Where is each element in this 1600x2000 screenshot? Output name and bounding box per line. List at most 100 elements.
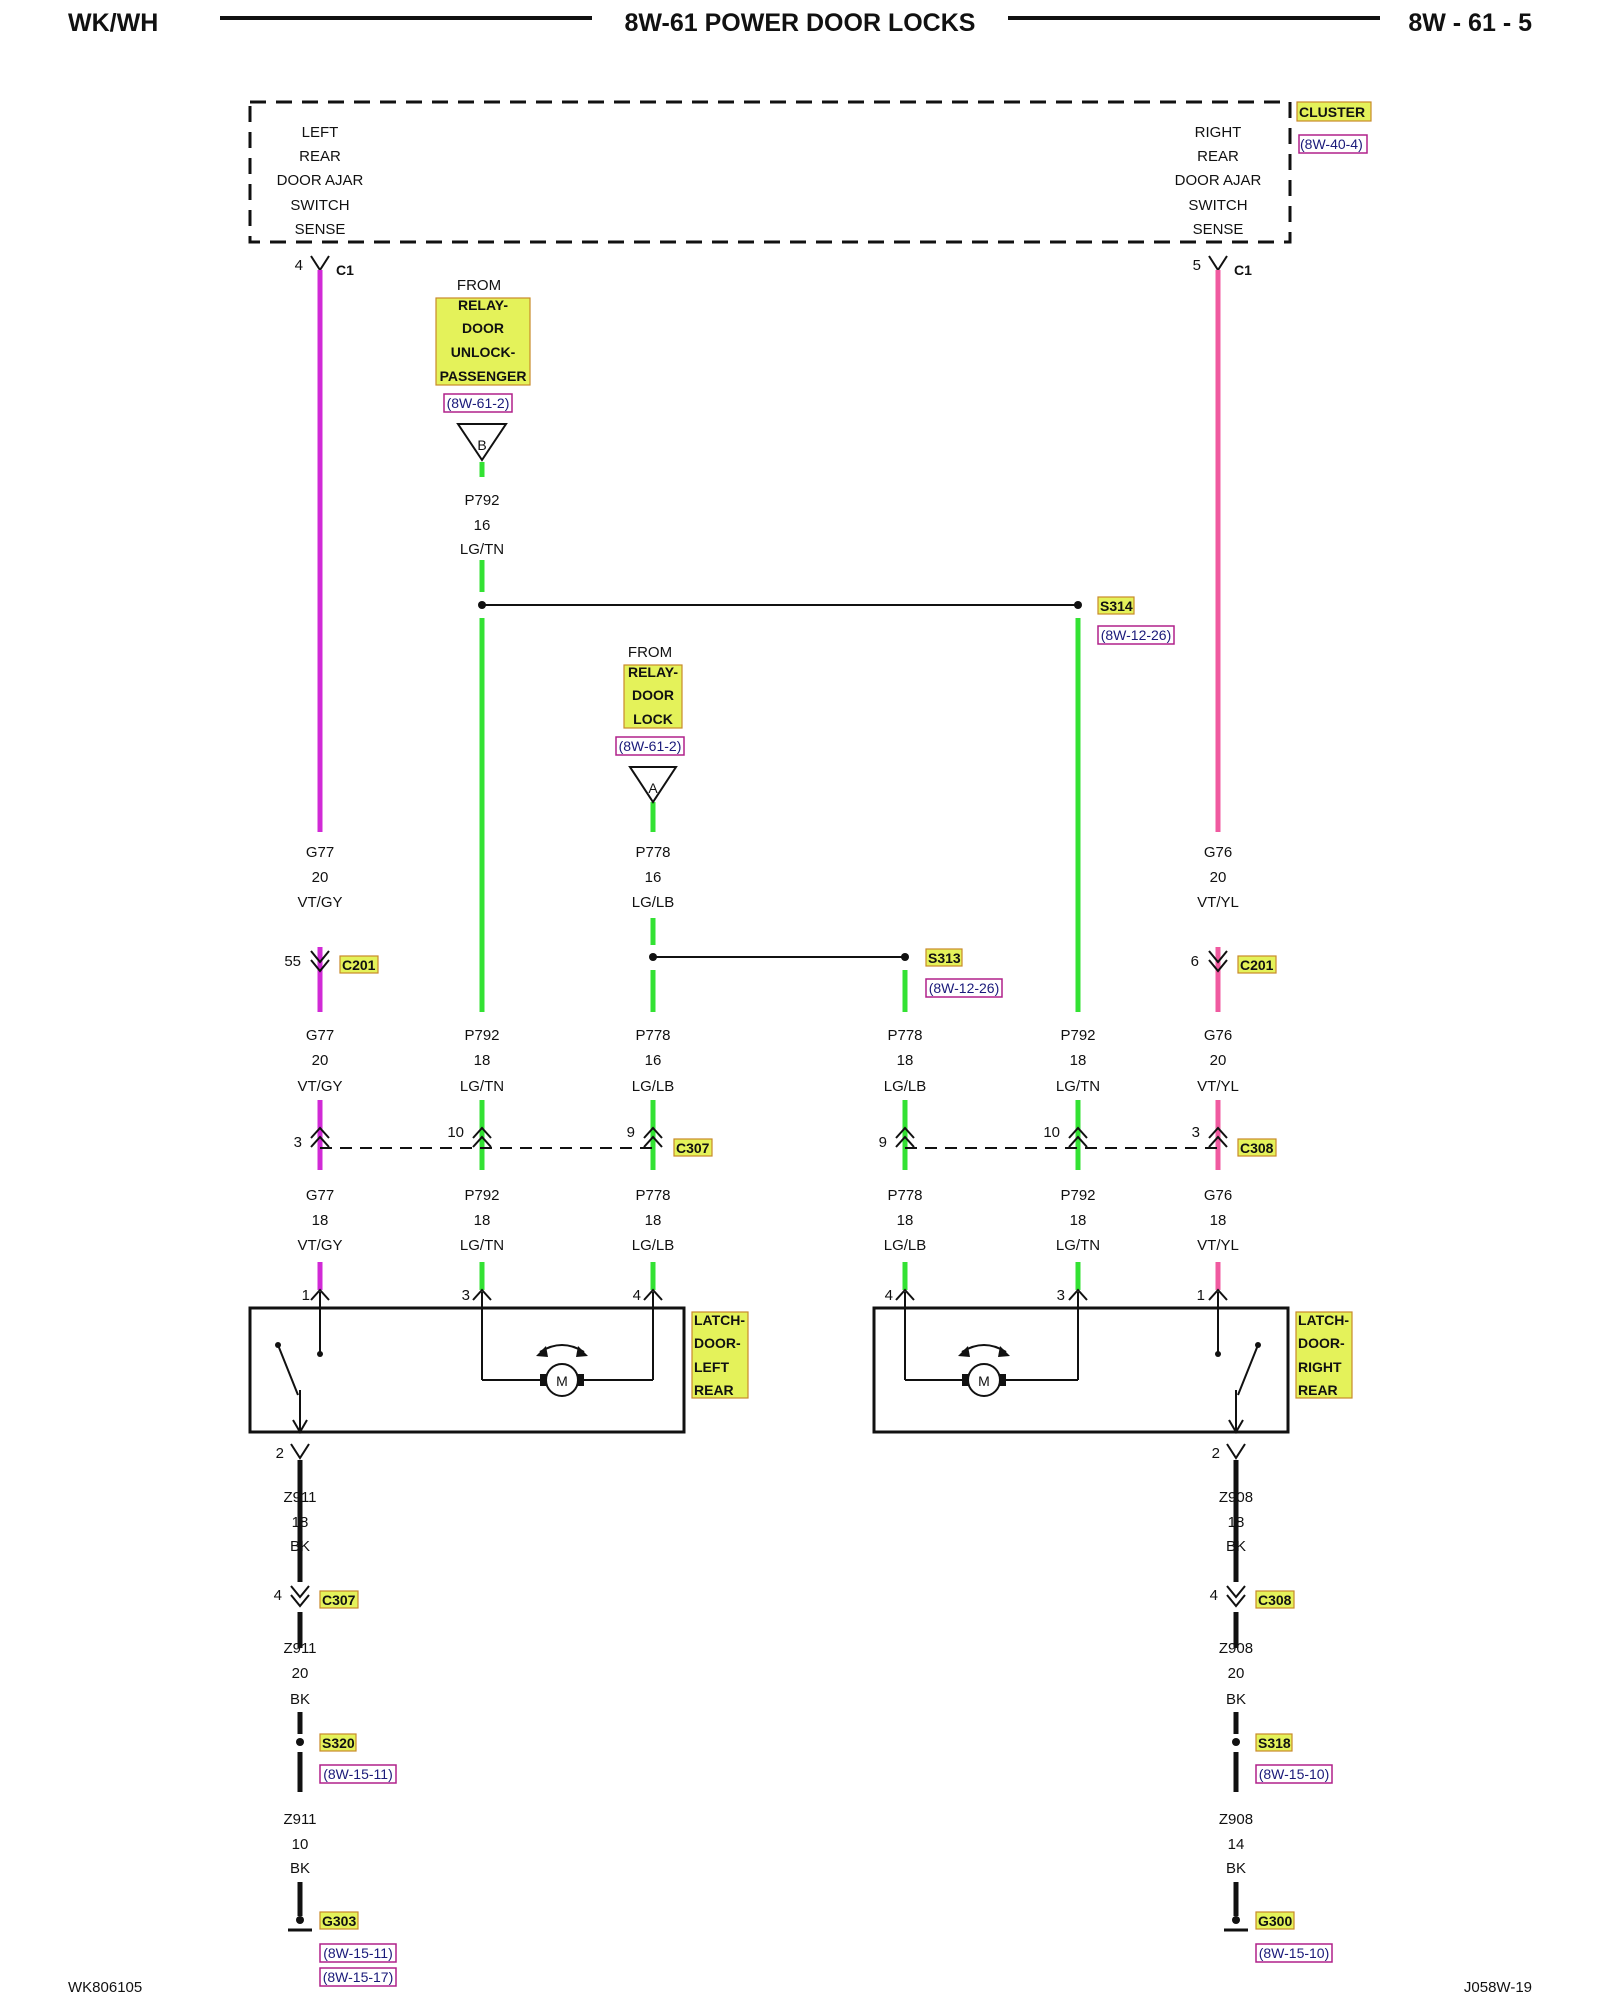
c201-right-pin: 6 <box>1191 953 1199 970</box>
wire-labels-low: G77 18 VT/GY P792 18 LG/TN P778 18 LG/LB… <box>297 1187 1238 1254</box>
latch-left-pin: 1 <box>302 1287 310 1304</box>
wire-label: Z911 <box>283 1811 316 1828</box>
relay-lock-line: LOCK <box>633 711 673 727</box>
wire-label: VT/GY <box>297 1237 342 1254</box>
relay-unlock-pin: B <box>477 437 486 453</box>
latch-left-gnd-pin: 2 <box>276 1445 284 1462</box>
wire-label: VT/GY <box>297 894 342 911</box>
splice-s320-ref: (8W-15-11) <box>323 1766 393 1782</box>
ground-g303-name: G303 <box>322 1913 356 1929</box>
wire-label: VT/GY <box>297 1078 342 1095</box>
ground-g300-name: G300 <box>1258 1913 1292 1929</box>
c307-pin: 3 <box>294 1134 302 1151</box>
connector-a-icon <box>628 766 678 804</box>
wire-label: 18 <box>645 1212 662 1229</box>
wire-label: G76 <box>1204 1027 1232 1044</box>
wire-label: 18 <box>1070 1212 1087 1229</box>
wire-label: P792 <box>1060 1027 1095 1044</box>
wire-label: 18 <box>897 1212 914 1229</box>
wire-label: LG/TN <box>460 1078 504 1095</box>
header-model: WK/WH <box>68 9 158 37</box>
latch-right-pin: 1 <box>1197 1287 1205 1304</box>
motor-label: M <box>978 1373 990 1389</box>
cluster-left-line: LEFT <box>302 124 339 141</box>
c308-gnd-name: C308 <box>1258 1592 1292 1608</box>
wire-labels-mid: G77 20 VT/GY P792 18 LG/TN P778 16 LG/LB… <box>297 1027 1238 1095</box>
motor-icon <box>545 1363 579 1397</box>
c201-right-name: C201 <box>1240 957 1274 973</box>
c307-gnd-pin: 4 <box>274 1587 282 1604</box>
cluster-left-line: DOOR AJAR <box>277 172 364 189</box>
ground-g303-ref: (8W-15-17) <box>323 1969 394 1985</box>
cluster-left-line: REAR <box>299 148 341 165</box>
wire-label: P792 <box>464 492 499 509</box>
c308-pin: 9 <box>879 1134 887 1151</box>
wire-label: G76 <box>1204 1187 1232 1204</box>
latch-left-pin: 3 <box>462 1287 470 1304</box>
wire-label: LG/LB <box>632 1078 675 1095</box>
wire-label: Z908 <box>1219 1489 1253 1506</box>
relay-unlock-line: PASSENGER <box>440 368 527 384</box>
wire-label: Z911 <box>283 1640 316 1657</box>
latch-right-pin: 4 <box>885 1287 893 1304</box>
c308-gnd-pin: 4 <box>1210 1587 1218 1604</box>
wire-label: BK <box>1226 1691 1246 1708</box>
wire-label: LG/TN <box>1056 1237 1100 1254</box>
wire-label: 18 <box>474 1212 491 1229</box>
cluster-right-connector: C1 <box>1234 262 1252 278</box>
latch-right-label: DOOR- <box>1298 1335 1345 1351</box>
c307-gnd-name: C307 <box>322 1592 356 1608</box>
cluster-ref: (8W-40-4) <box>1300 136 1363 152</box>
latch-right-rear: 4 3 1 M LATCH- DOOR- RIGHT REAR <box>872 1287 1353 1434</box>
cluster-left-line: SENSE <box>295 221 346 238</box>
cluster-right-line: SENSE <box>1193 221 1244 238</box>
c201-left-pin: 55 <box>284 953 301 970</box>
header-title: 8W-61 POWER DOOR LOCKS <box>625 9 976 37</box>
cluster-module: CLUSTER (8W-40-4) LEFT REAR DOOR AJAR SW… <box>248 100 1372 278</box>
page-header: WK/WH 8W-61 POWER DOOR LOCKS 8W - 61 - 5 <box>68 9 1532 37</box>
c201-left-name: C201 <box>342 957 376 973</box>
wire-label: BK <box>290 1860 310 1877</box>
connector-b-icon <box>456 423 508 462</box>
wire-label: 16 <box>474 517 491 534</box>
cluster-right-line: RIGHT <box>1195 124 1242 141</box>
cluster-right-pin: 5 <box>1193 257 1201 274</box>
relay-unlock-line: RELAY- <box>458 297 508 313</box>
relay-lock-line: RELAY- <box>628 664 678 680</box>
latch-left-label: DOOR- <box>694 1335 741 1351</box>
connector-c308: 9 10 3 C308 <box>879 1124 1277 1157</box>
wire-label: 18 <box>292 1514 309 1531</box>
wire-label: 20 <box>312 869 329 886</box>
wire-label: VT/YL <box>1197 1237 1239 1254</box>
connector-c307: 3 10 9 C307 <box>294 1124 713 1157</box>
wire-label: P778 <box>887 1187 922 1204</box>
relay-lock-from: FROM <box>628 644 672 661</box>
ground-chain-left: 2 Z911 18 BK 4 C307 Z911 20 BK S320 (8W-… <box>274 1443 397 1987</box>
wire-label: P792 <box>1060 1187 1095 1204</box>
latch-left-pin: 4 <box>633 1287 641 1304</box>
wire-label: 20 <box>1228 1665 1245 1682</box>
wire-label: P792 <box>464 1187 499 1204</box>
motor-label: M <box>556 1373 568 1389</box>
c307-pin: 10 <box>447 1124 464 1141</box>
relay-unlock-ref: (8W-61-2) <box>447 395 510 411</box>
wire-label: 20 <box>292 1665 309 1682</box>
relay-lock-line: DOOR <box>632 687 674 703</box>
latch-right-pin: 3 <box>1057 1287 1065 1304</box>
splice-s314: S314 (8W-12-26) <box>1097 596 1175 645</box>
splice-s318-name: S318 <box>1258 1735 1291 1751</box>
relay-lock-callout: FROM RELAY- DOOR LOCK (8W-61-2) A <box>615 644 685 804</box>
latch-left-label: LEFT <box>694 1359 729 1375</box>
wire-label: LG/TN <box>460 1237 504 1254</box>
cluster-left-line: SWITCH <box>290 197 349 214</box>
latch-left-label: LATCH- <box>694 1312 745 1328</box>
wire-label: G77 <box>306 844 334 861</box>
wire-label: G77 <box>306 1027 334 1044</box>
wire-label: 20 <box>1210 1052 1227 1069</box>
connector-c201: 55 C201 6 C201 <box>284 950 1277 974</box>
wire-label: 18 <box>1228 1514 1245 1531</box>
wire-label: LG/TN <box>1056 1078 1100 1095</box>
ground-g303-ref: (8W-15-11) <box>323 1945 393 1961</box>
wire-label: 18 <box>1070 1052 1087 1069</box>
c308-pin: 10 <box>1043 1124 1060 1141</box>
